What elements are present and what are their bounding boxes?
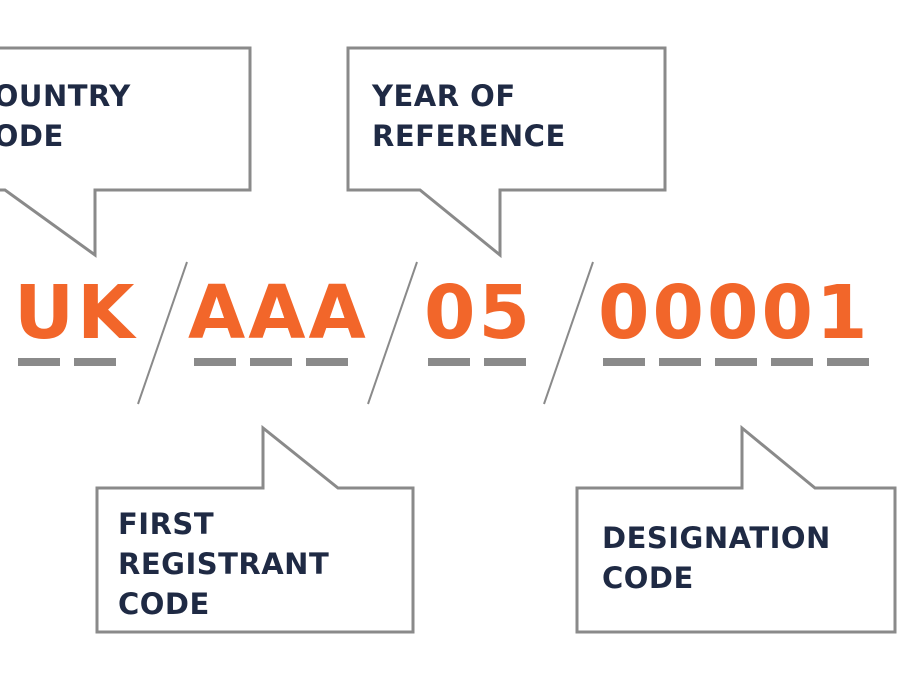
separator-slash-1	[137, 261, 188, 405]
year-callout-box	[346, 46, 667, 259]
country-code-callout-box	[0, 46, 252, 258]
registrant-label-line2: REGISTRANT	[118, 547, 330, 581]
year-code-underline	[428, 358, 526, 366]
underline-dash	[74, 358, 116, 366]
country-code-value: UK	[14, 270, 138, 356]
country-code-label: COUNTRY CODE	[0, 76, 131, 156]
designation-callout-box	[575, 424, 897, 634]
year-code-value: 05	[424, 270, 533, 356]
year-of-reference-label: YEAR OF REFERENCE	[372, 76, 566, 156]
registrant-code-value: AAA	[188, 270, 369, 356]
underline-dash	[484, 358, 526, 366]
underline-dash	[715, 358, 757, 366]
underline-dash	[603, 358, 645, 366]
designation-code-value: 00001	[598, 270, 871, 356]
underline-dash	[306, 358, 348, 366]
designation-code-underline	[603, 358, 869, 366]
underline-dash	[428, 358, 470, 366]
underline-dash	[771, 358, 813, 366]
country-code-underline	[18, 358, 116, 366]
separator-slash-3	[543, 261, 594, 405]
underline-dash	[827, 358, 869, 366]
designation-label-line2: CODE	[602, 561, 694, 595]
registrant-code-underline	[194, 358, 348, 366]
country-code-label-line1: COUNTRY	[0, 79, 131, 113]
registrant-callout-box	[95, 424, 415, 634]
underline-dash	[18, 358, 60, 366]
registrant-label-line1: FIRST	[118, 507, 215, 541]
underline-dash	[250, 358, 292, 366]
designation-label-line1: DESIGNATION	[602, 521, 831, 555]
registrant-label-line3: CODE	[118, 587, 210, 621]
year-label-line1: YEAR OF	[372, 79, 516, 113]
underline-dash	[659, 358, 701, 366]
underline-dash	[194, 358, 236, 366]
country-code-label-line2: CODE	[0, 119, 64, 153]
separator-slash-2	[367, 261, 418, 405]
year-label-line2: REFERENCE	[372, 119, 566, 153]
designation-code-label: DESIGNATION CODE	[602, 518, 831, 598]
first-registrant-label: FIRST REGISTRANT CODE	[118, 504, 329, 624]
